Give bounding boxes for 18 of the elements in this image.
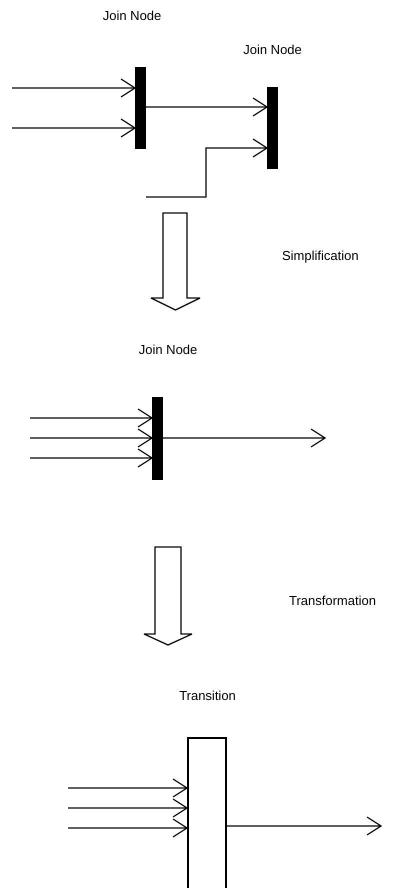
arrow <box>12 118 136 138</box>
arrow <box>68 778 188 798</box>
arrow <box>68 818 188 838</box>
arrow <box>163 428 326 448</box>
step-label: Transformation <box>289 593 376 609</box>
node-label: Transition <box>178 688 237 704</box>
arrow <box>146 97 268 117</box>
arrow <box>12 78 136 98</box>
arrow <box>30 428 153 448</box>
arrow <box>227 816 382 836</box>
arrow <box>146 138 268 198</box>
node-label: Join Node <box>102 8 162 24</box>
arrow <box>68 798 188 818</box>
step-label: Simplification <box>282 248 359 264</box>
node-label: Join Node <box>242 42 303 58</box>
node-label: Join Node <box>138 342 198 358</box>
arrow <box>30 448 153 468</box>
arrow <box>30 408 153 428</box>
